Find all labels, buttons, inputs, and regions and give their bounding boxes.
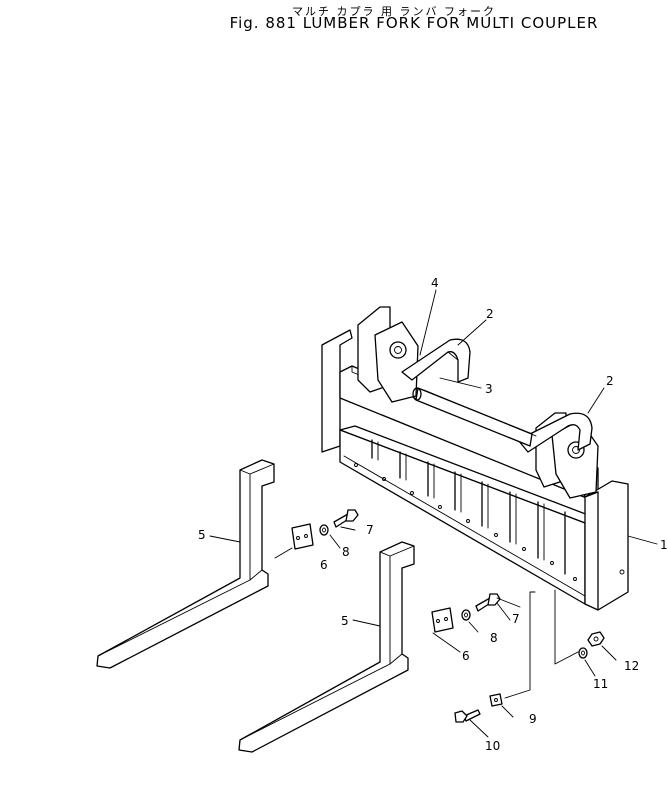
washer-lower — [461, 609, 471, 621]
shaft — [412, 387, 537, 447]
callout-labels: 4 2 3 2 1 5 5 6 6 8 8 7 7 9 10 11 12 — [198, 276, 668, 753]
callout-7-upper: 7 — [366, 523, 374, 537]
callout-12: 12 — [624, 659, 639, 673]
callout-11: 11 — [593, 677, 608, 691]
figure-title: Fig. 881 LUMBER FORK FOR MULTI COUPLER — [229, 14, 599, 32]
nut — [587, 631, 605, 647]
washer-bottom — [578, 647, 588, 659]
bolt-lower — [475, 593, 501, 612]
callout-9: 9 — [529, 712, 537, 726]
callout-2-right: 2 — [606, 374, 614, 388]
lock-plate — [489, 693, 503, 707]
callout-2-upper: 2 — [486, 307, 494, 321]
callout-5-right: 5 — [341, 614, 349, 628]
fork-tine-left — [96, 459, 275, 669]
bottom-fasteners — [454, 589, 605, 723]
figure-title-japanese: マルチ カプラ 用 ランバ フォーク — [292, 5, 496, 18]
clamp-block-upper — [291, 523, 314, 550]
bottom-bolt — [454, 709, 481, 723]
bolt-upper — [333, 509, 359, 528]
callout-8-upper: 8 — [342, 545, 350, 559]
callout-6-lower: 6 — [462, 649, 470, 663]
callout-6-upper: 6 — [320, 558, 328, 572]
leader-lines — [209, 289, 658, 738]
callout-5-left: 5 — [198, 528, 206, 542]
washer-upper — [319, 524, 329, 536]
clamp-block-lower — [431, 607, 454, 633]
callout-10: 10 — [485, 739, 500, 753]
callout-3: 3 — [485, 382, 493, 396]
callout-7-lower: 7 — [512, 612, 520, 626]
fastener-set-lower — [431, 593, 501, 633]
fastener-set-upper — [291, 509, 359, 550]
callout-8-lower: 8 — [490, 631, 498, 645]
callout-1: 1 — [660, 538, 668, 552]
fork-tine-right — [238, 541, 415, 753]
callout-4: 4 — [431, 276, 439, 290]
